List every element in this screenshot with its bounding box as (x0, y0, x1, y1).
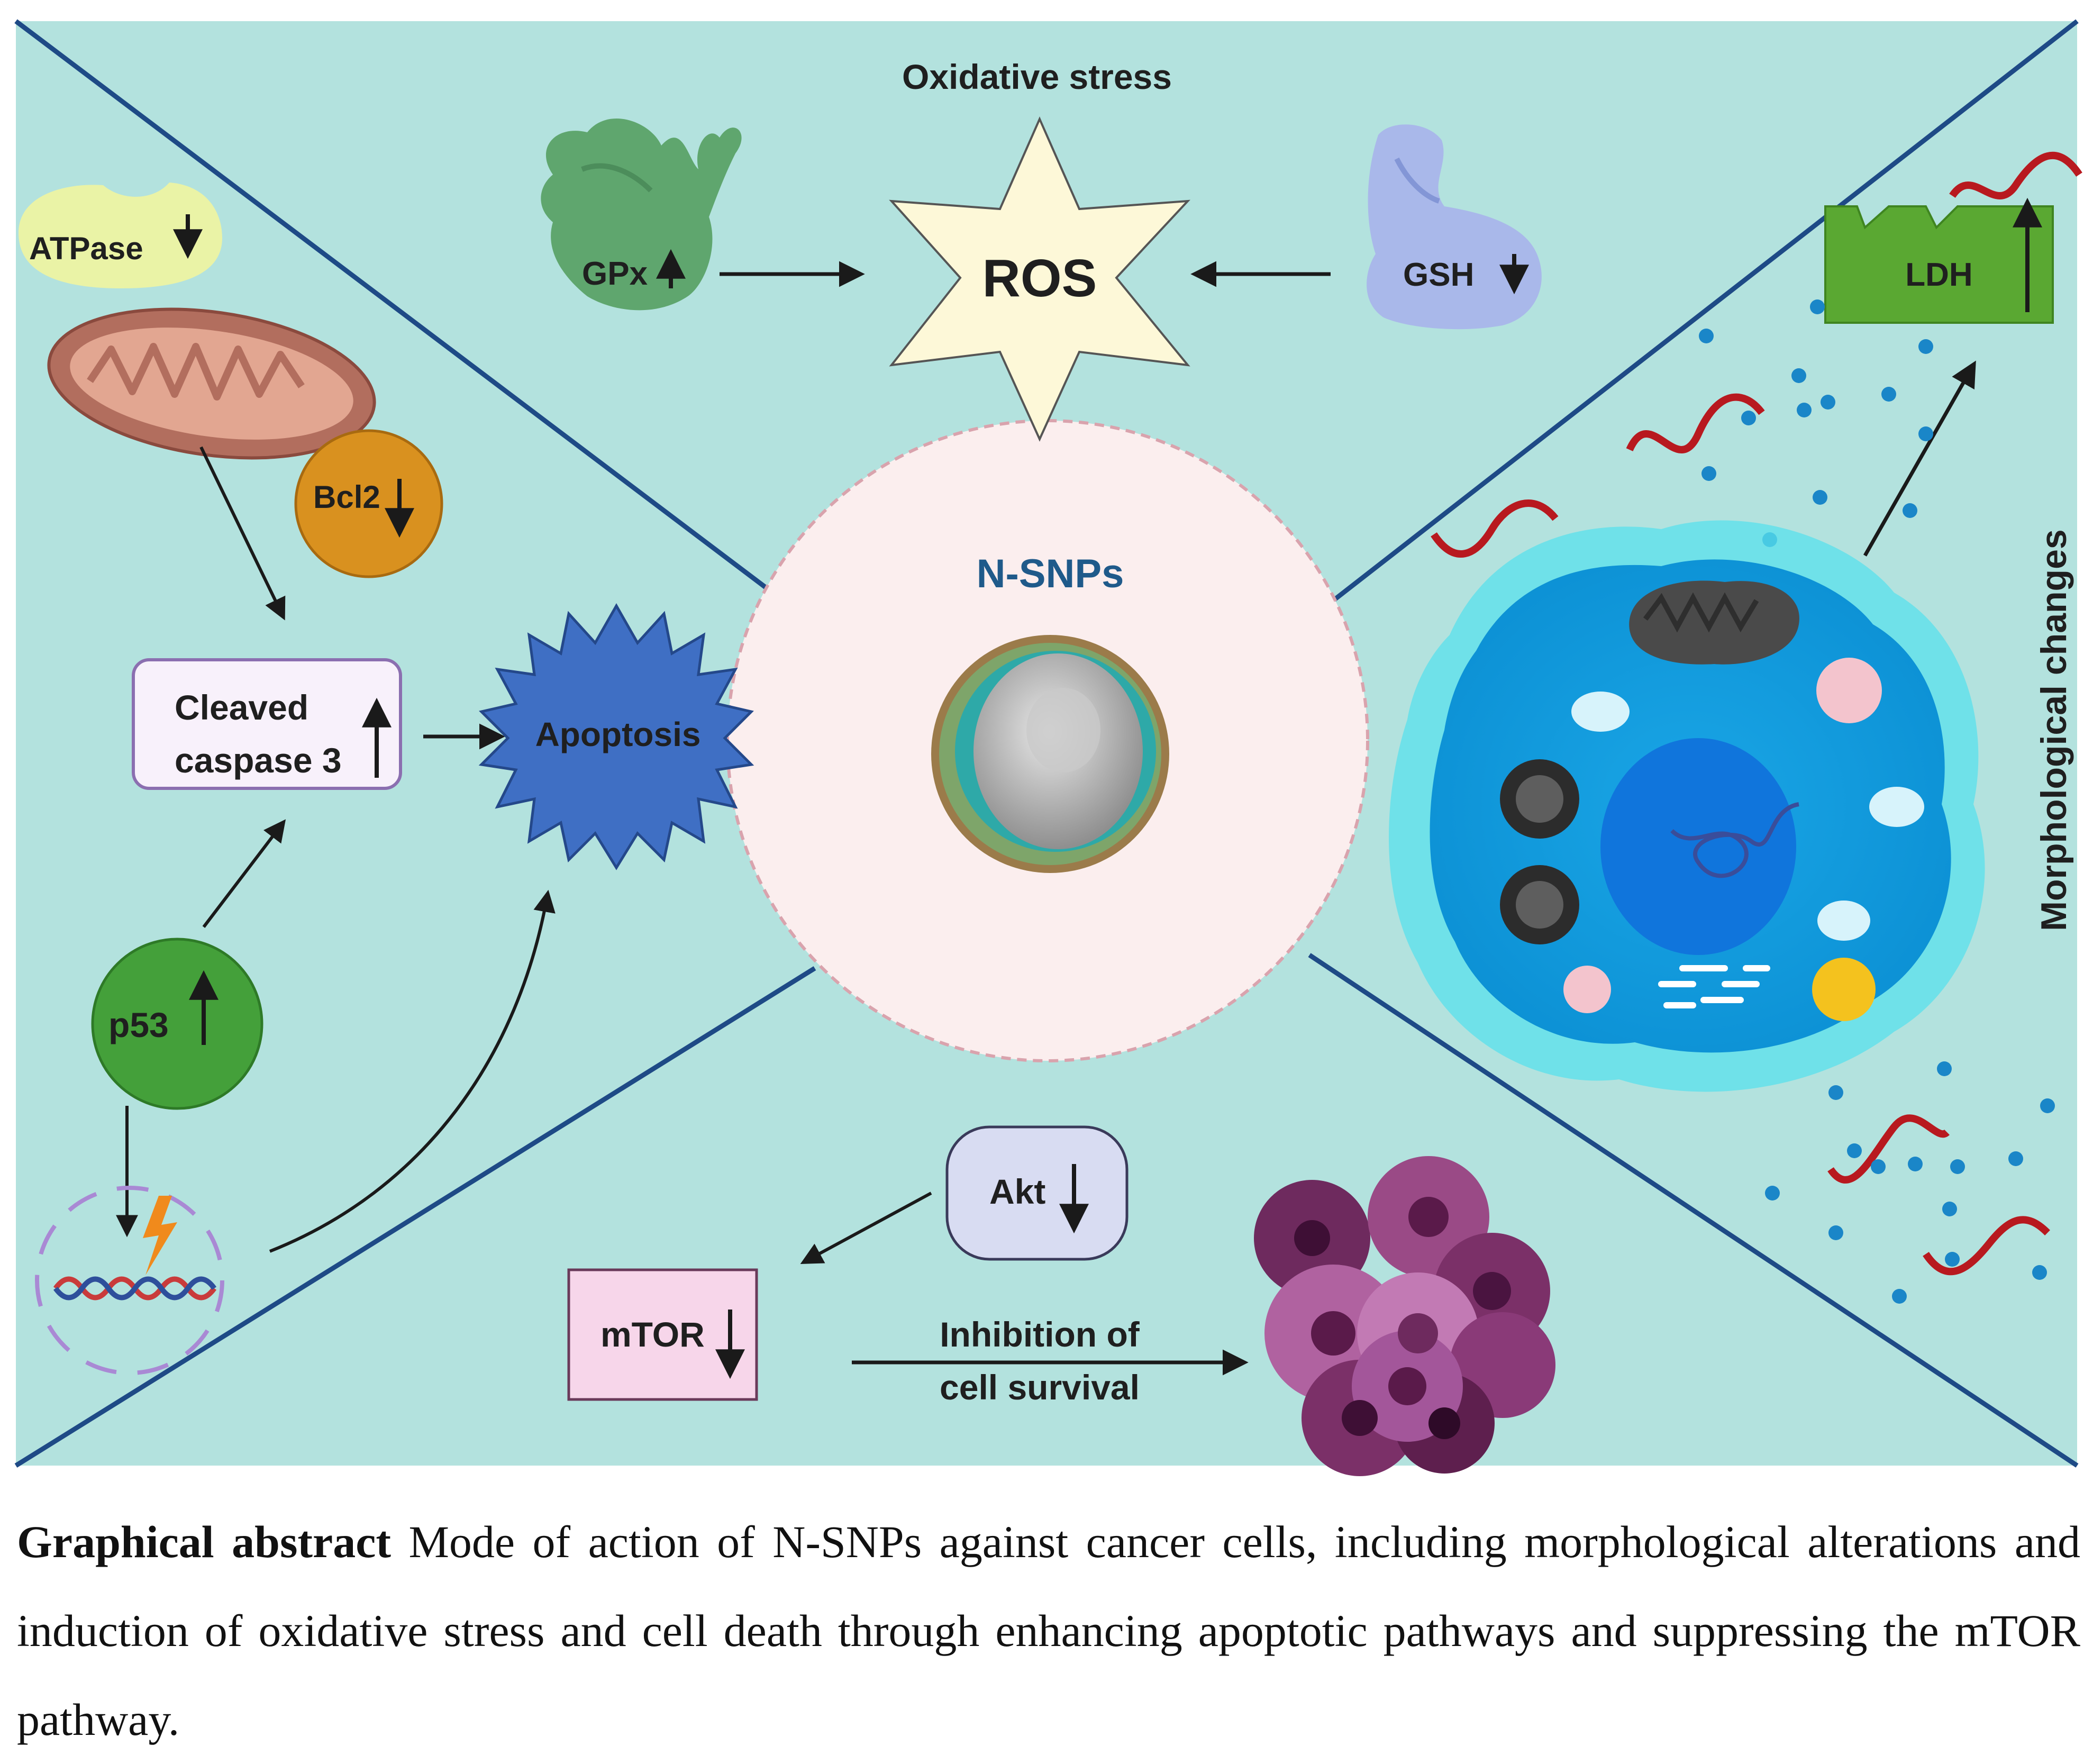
mtor-panel: Akt mTOR Inhibition of cell survival (567, 1125, 1555, 1476)
ros-star (889, 116, 1190, 442)
oxidative-stress-panel: Oxidative stress ROS GPx GSH (541, 57, 1542, 442)
cell-to-ldh-arrow (1863, 360, 1976, 557)
dna-damage-icon (35, 1186, 224, 1375)
cleaved-caspase-label-1: Cleaved (175, 688, 308, 727)
inhibition-label-1: Inhibition of (940, 1315, 1140, 1354)
akt-label: Akt (989, 1172, 1045, 1211)
atpase-shape (19, 183, 222, 288)
center-label: N-SNPs (977, 551, 1124, 596)
p53-label: p53 (108, 1005, 169, 1044)
mito-to-caspase-arrow (199, 446, 286, 621)
caption-text: Mode of action of N-SNPs against cancer … (17, 1516, 2080, 1745)
ldh-label: LDH (1905, 257, 1972, 293)
nanoparticle-icon (931, 635, 1169, 873)
ros-label: ROS (982, 249, 1097, 308)
red-squiggle-3-icon (1827, 1114, 1950, 1184)
apoptosis-panel: ATPase Bcl2 Cleaved caspase 3 Apoptosis … (19, 183, 754, 1375)
divider-right-bottom (1308, 953, 2079, 1468)
akt-to-mtor-arrow (800, 1192, 932, 1265)
p53-circle (91, 938, 263, 1110)
gpx-protein-icon (541, 119, 742, 311)
divider-left-bottom (14, 966, 816, 1468)
ldh-shape (1824, 205, 2054, 324)
atpase-label: ATPase (29, 231, 143, 266)
red-squiggle-4-icon (1923, 1216, 2050, 1276)
cancer-cell-cluster-icon (1254, 1156, 1555, 1476)
caption-bold-label: Graphical abstract (17, 1516, 392, 1567)
morphological-changes-label: Morphological changes (2034, 529, 2074, 931)
figure-caption: Graphical abstract Mode of action of N-S… (17, 1497, 2080, 1764)
apoptosis-label: Apoptosis (535, 715, 701, 753)
mtor-label: mTOR (600, 1315, 705, 1354)
p53-to-caspase-arrow (202, 819, 286, 928)
red-squiggle-2-icon (1431, 499, 1559, 558)
cleaved-caspase-label-2: caspase 3 (175, 741, 342, 780)
red-squiggle-1-icon (1626, 393, 1765, 453)
gsh-protein-icon (1367, 124, 1542, 330)
cleaved-caspase-box (132, 658, 402, 790)
gsh-label: GSH (1403, 257, 1474, 293)
mitochondrion-icon (47, 307, 376, 460)
released-ldh-dots (1699, 299, 2055, 1304)
bcl2-label: Bcl2 (313, 479, 380, 515)
divider-right-top (1332, 19, 2079, 603)
divider-left-top (14, 19, 785, 603)
morphological-panel: LDH (1389, 151, 2082, 1304)
center-nanoparticle-group: N-SNPs (726, 419, 1369, 1062)
ldh-squiggle-icon (1949, 151, 2082, 199)
inhibition-label-2: cell survival (940, 1368, 1140, 1407)
dna-to-apoptosis-arrow (269, 889, 556, 1253)
damaged-cell-icon (1389, 520, 1985, 1092)
apoptosis-star (478, 603, 754, 870)
gpx-label: GPx (582, 256, 648, 292)
oxidative-stress-title: Oxidative stress (902, 57, 1172, 96)
bcl2-circle (294, 429, 443, 578)
